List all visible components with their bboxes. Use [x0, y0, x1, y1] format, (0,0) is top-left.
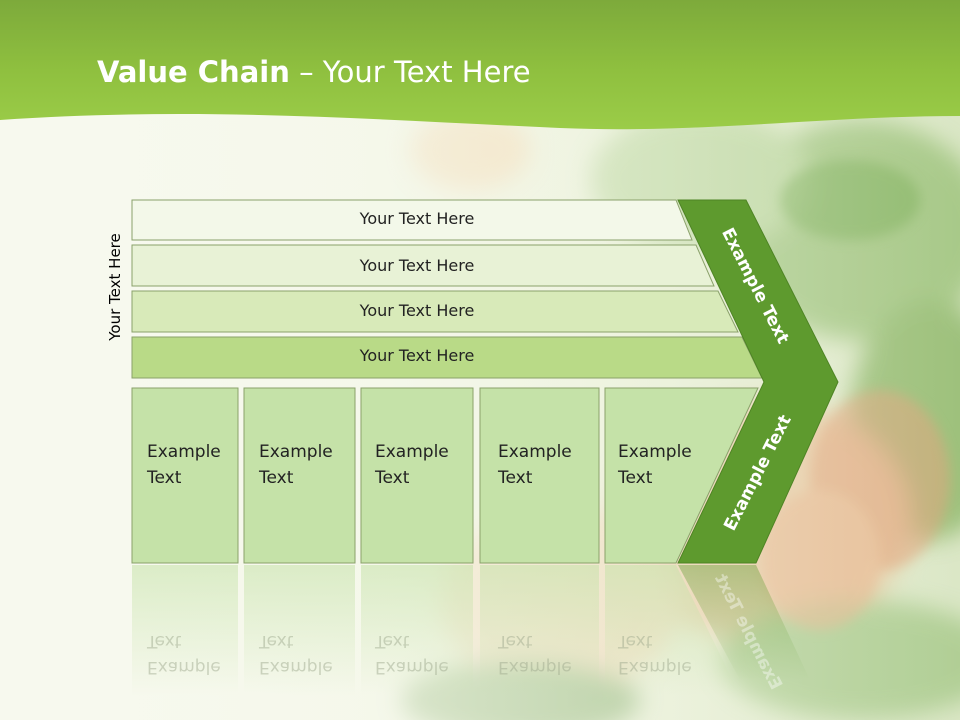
box-reflection-label-2: Example Text — [259, 628, 359, 680]
box-reflection-label-4: Example Text — [498, 628, 598, 680]
box-label-3-line2: Text — [375, 468, 410, 488]
box-shape-3 — [360, 387, 474, 564]
box-reflection-label-3: Example Text — [375, 628, 475, 680]
box-label-2: Example Text — [259, 439, 359, 491]
box-label-2-line1: Example — [259, 442, 333, 462]
box-reflection-label-1: Example Text — [147, 628, 247, 680]
box-label-3: Example Text — [375, 439, 475, 491]
box-label-4-line2: Text — [498, 468, 533, 488]
box-label-3-line1: Example — [375, 442, 449, 462]
box-shape-5 — [604, 387, 759, 564]
box-label-5-line2: Text — [618, 468, 653, 488]
box-reflection-1 — [132, 565, 238, 695]
box-label-1-line1: Example — [147, 442, 221, 462]
box-reflection-label-4-line2: Text — [498, 631, 533, 651]
box-label-2-line2: Text — [259, 468, 294, 488]
row-label-3: Your Text Here — [359, 301, 475, 320]
box-reflection-2 — [244, 565, 355, 695]
box-reflection-5 — [605, 565, 740, 695]
box-reflection-4 — [480, 565, 599, 695]
box-label-4: Example Text — [498, 439, 598, 491]
box-shape-4 — [479, 387, 600, 564]
box-reflection-label-5: Example Text — [618, 628, 718, 680]
box-reflection-label-4-line1: Example — [498, 657, 572, 677]
header-band — [0, 0, 960, 130]
box-reflection-label-3-line1: Example — [375, 657, 449, 677]
row-label-1: Your Text Here — [359, 209, 475, 228]
box-label-4-line1: Example — [498, 442, 572, 462]
chevron-reflection — [678, 565, 810, 680]
box-reflection-label-3-line2: Text — [375, 631, 410, 651]
page-title: Value Chain – Your Text Here — [97, 55, 531, 89]
box-label-1: Example Text — [147, 439, 247, 491]
row-shape-1 — [131, 199, 693, 241]
box-shape-1 — [131, 387, 239, 564]
box-reflection-label-2-line1: Example — [259, 657, 333, 677]
title-rest: – Your Text Here — [289, 55, 531, 89]
row-label-2: Your Text Here — [359, 256, 475, 275]
box-shape-2 — [243, 387, 356, 564]
box-reflection-label-1-line2: Text — [147, 631, 182, 651]
box-reflection-label-5-line1: Example — [618, 657, 692, 677]
row-shape-2 — [131, 244, 715, 287]
box-label-5: Example Text — [618, 439, 718, 491]
box-label-5-line1: Example — [618, 442, 692, 462]
box-reflection-label-2-line2: Text — [259, 631, 294, 651]
title-bold: Value Chain — [97, 55, 290, 89]
box-reflection-3 — [361, 565, 473, 695]
box-reflection-label-5-line2: Text — [618, 631, 653, 651]
row-label-4: Your Text Here — [359, 346, 475, 365]
box-label-1-line2: Text — [147, 468, 182, 488]
chevron-shape — [677, 199, 839, 564]
row-shape-3 — [131, 290, 739, 333]
box-reflection-label-1-line1: Example — [147, 657, 221, 677]
